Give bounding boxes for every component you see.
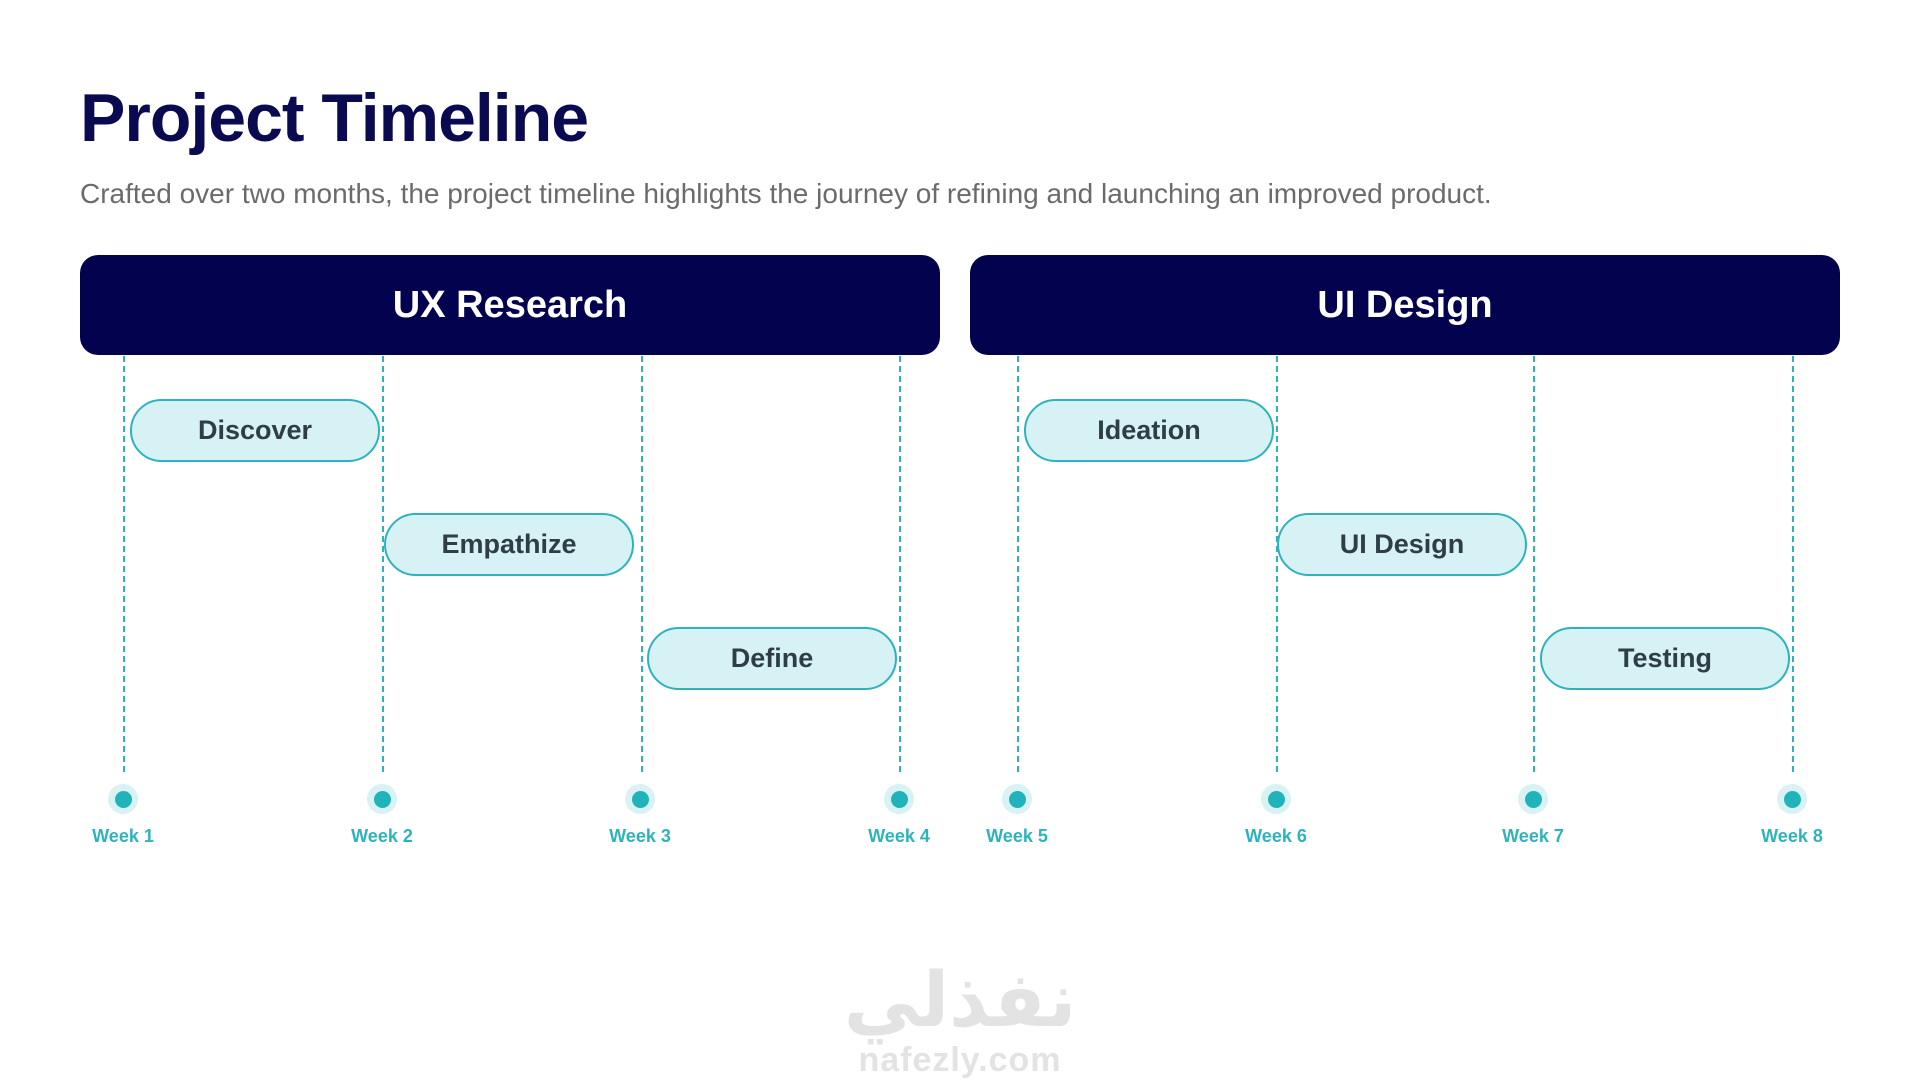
- week-5-label: Week 5: [986, 826, 1048, 846]
- week-1-guide-line: [123, 356, 125, 772]
- task-empathize: Empathize: [384, 513, 634, 576]
- page-subtitle: Crafted over two months, the project tim…: [80, 178, 1492, 209]
- week-4-guide-line: [899, 356, 901, 772]
- watermark-logo: نفذلي nafezly.com: [0, 960, 1920, 1080]
- task-define: Define: [647, 627, 897, 690]
- week-7-label: Week 7: [1502, 826, 1564, 846]
- week-5-milestone: [1002, 784, 1032, 814]
- watermark-url: nafezly.com: [858, 1041, 1062, 1079]
- phase-header-ux-research: UX Research: [80, 255, 940, 355]
- week-6-guide-line: [1276, 356, 1278, 772]
- task-ideation: Ideation: [1024, 399, 1274, 462]
- watermark-arabic-text: نفذلي: [843, 955, 1077, 1044]
- week-7-milestone: [1518, 784, 1548, 814]
- week-1-label: Week 1: [92, 826, 154, 846]
- week-2-guide-line: [382, 356, 384, 772]
- week-8-guide-line: [1792, 356, 1794, 772]
- week-5-guide-line: [1017, 356, 1019, 772]
- task-testing: Testing: [1540, 627, 1790, 690]
- week-2-milestone: [367, 784, 397, 814]
- week-3-milestone: [625, 784, 655, 814]
- week-1-milestone: [108, 784, 138, 814]
- week-6-milestone: [1261, 784, 1291, 814]
- week-6-label: Week 6: [1245, 826, 1307, 846]
- week-4-label: Week 4: [868, 826, 930, 846]
- week-8-label: Week 8: [1761, 826, 1823, 846]
- week-7-guide-line: [1533, 356, 1535, 772]
- week-2-label: Week 2: [351, 826, 413, 846]
- week-3-label: Week 3: [609, 826, 671, 846]
- task-discover: Discover: [130, 399, 380, 462]
- phase-header-ui-design: UI Design: [970, 255, 1840, 355]
- task-ui-design: UI Design: [1277, 513, 1527, 576]
- week-4-milestone: [884, 784, 914, 814]
- week-8-milestone: [1777, 784, 1807, 814]
- page-title: Project Timeline: [80, 80, 589, 156]
- week-3-guide-line: [641, 356, 643, 772]
